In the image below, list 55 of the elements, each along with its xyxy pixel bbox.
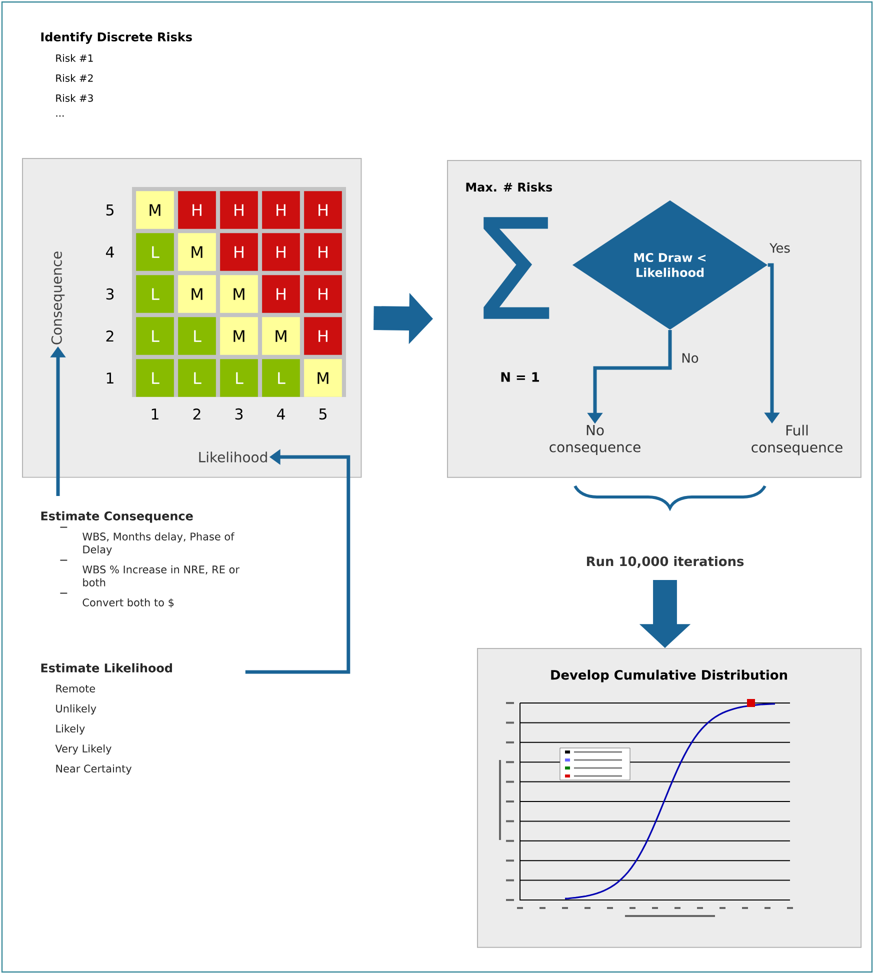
list-item: Risk #2 (56, 74, 93, 82)
heading: Identify Discrete Risks (41, 32, 192, 44)
matrix-cell: H (220, 191, 258, 229)
matrix-cell: L (262, 359, 300, 397)
column-number: 1 (152, 408, 158, 420)
matrix-cell: L (136, 275, 174, 313)
column-number: 5 (319, 408, 326, 420)
row-number: 2 (106, 330, 114, 342)
axis-title: Consequence (51, 252, 65, 344)
panel-title: Max. # Risks (466, 182, 552, 192)
bullet-list: Estimate Likelihood Remote Unlikely Likely Very Likely Near Certainty (41, 663, 172, 775)
matrix-cell: M (220, 275, 258, 313)
matrix-cell: H (262, 233, 300, 271)
edge-label: Run 10,000 iterations (584, 555, 746, 569)
list-item: Risk #3 (56, 94, 93, 102)
matrix-cell: H (220, 233, 258, 271)
matrix-cell: M (220, 317, 258, 355)
list-item: Risk #1 (56, 54, 93, 62)
column-number: 3 (235, 408, 243, 420)
matrix-cell: M (262, 317, 300, 355)
column-number: 4 (276, 408, 285, 420)
matrix-cell: H (262, 191, 300, 229)
matrix-cell: M (136, 191, 174, 229)
row-number: 5 (106, 204, 114, 216)
matrix-cell: H (304, 275, 342, 313)
column-number: 2 (193, 408, 200, 420)
matrix-cell: H (178, 191, 216, 229)
panel (477, 648, 862, 948)
sigma-symbol: Σ (484, 217, 550, 319)
list-item: ... (56, 115, 64, 117)
matrix-cell: L (178, 317, 216, 355)
panel-title: Develop Cumulative Distribution (551, 670, 787, 682)
matrix-cell: M (178, 233, 216, 271)
panel (447, 160, 862, 478)
matrix-cell: H (304, 233, 342, 271)
matrix-cell: L (178, 359, 216, 397)
matrix-cell: H (304, 191, 342, 229)
matrix-cell: L (220, 359, 258, 397)
outcome-label: Full consequence (752, 424, 842, 456)
matrix-cell: M (178, 275, 216, 313)
axis-title: Likelihood (199, 452, 267, 462)
matrix-cell: M (304, 359, 342, 397)
edge-label: No (680, 352, 700, 364)
row-number: 1 (106, 372, 114, 384)
matrix-cell: H (262, 275, 300, 313)
matrix-cell: L (136, 317, 174, 355)
matrix-cell: H (304, 317, 342, 355)
matrix-cell: L (136, 359, 174, 397)
outcome-label: No consequence (550, 425, 640, 456)
edge-label: Yes (768, 242, 792, 254)
bullet-list: Estimate Consequence WBS, Months delay, Phase of Delay WBS % Increase in NRE, RE or both Convert both to $ (41, 511, 240, 608)
row-number: 3 (106, 288, 114, 300)
row-number: 4 (106, 246, 114, 258)
matrix-cell: L (136, 233, 174, 271)
counter-label: N = 1 (501, 372, 539, 382)
